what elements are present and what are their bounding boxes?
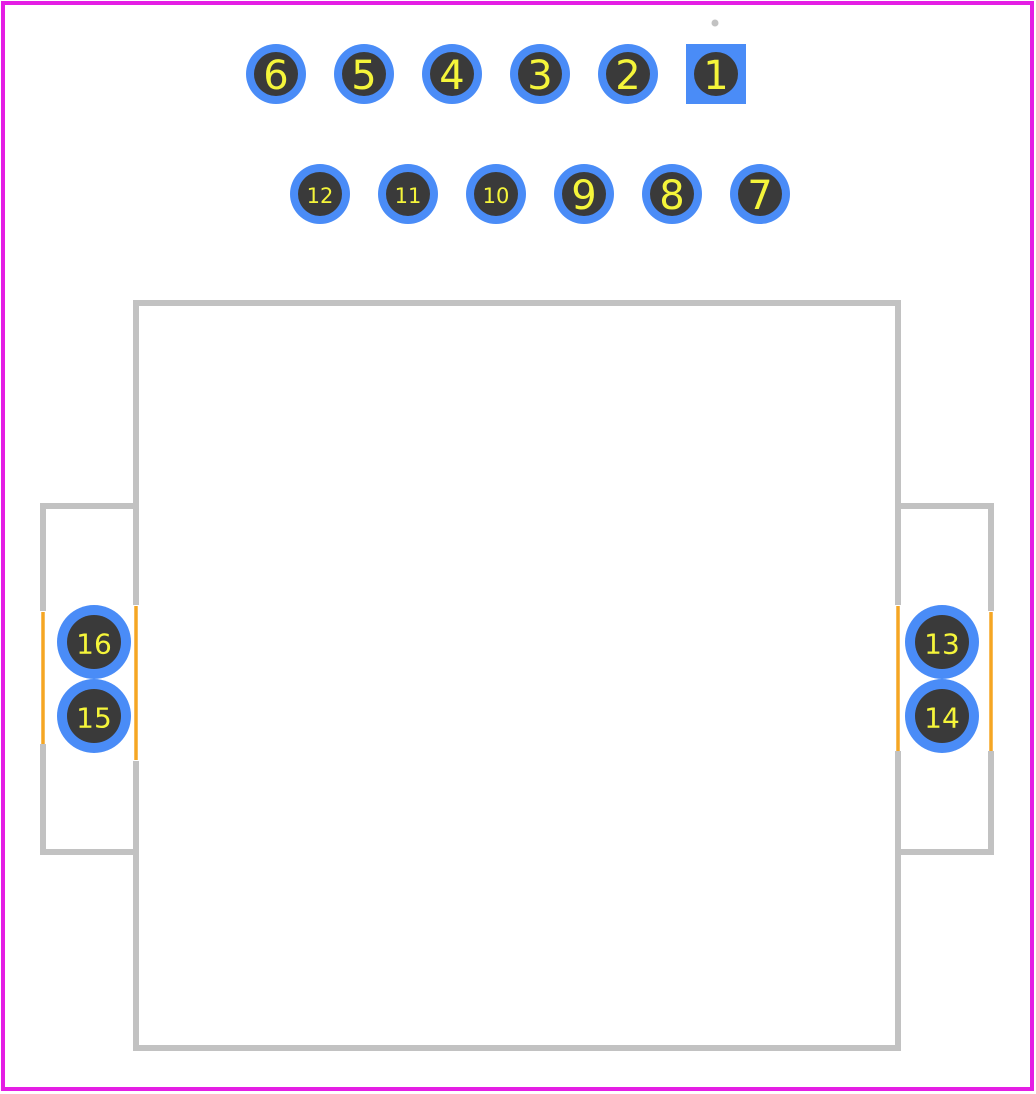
silkscreen-left-tab: [40, 503, 139, 855]
pad-drill: [915, 615, 969, 669]
pad-label: 11: [395, 184, 422, 208]
pad-6[interactable]: 6: [246, 44, 306, 104]
pad-4[interactable]: 4: [422, 44, 482, 104]
pad-label: 12: [307, 184, 334, 208]
pad-label: 14: [924, 702, 960, 735]
courtyard-lines: [41, 606, 993, 760]
pad-drill: [298, 172, 342, 216]
pad-label: 16: [76, 628, 112, 661]
pad-label: 2: [615, 53, 640, 99]
pad-drill: [254, 52, 298, 96]
pad-8[interactable]: 8: [642, 164, 702, 224]
pad-drill: [915, 689, 969, 743]
pad-13[interactable]: 13: [905, 605, 979, 679]
pad-label: 5: [351, 53, 376, 99]
pad-drill: [606, 52, 650, 96]
silkscreen-body: [133, 300, 901, 1051]
pin1-marker-dot: [711, 19, 719, 27]
pad-3[interactable]: 3: [510, 44, 570, 104]
pad-drill: [650, 172, 694, 216]
pad-drill: [430, 52, 474, 96]
pad-drill: [518, 52, 562, 96]
pad-label: 1: [703, 53, 728, 99]
pad-9[interactable]: 9: [554, 164, 614, 224]
pad-2[interactable]: 2: [598, 44, 658, 104]
pad-12[interactable]: 12: [290, 164, 350, 224]
pad-7[interactable]: 7: [730, 164, 790, 224]
pad-14[interactable]: 14: [905, 679, 979, 753]
pad-drill: [474, 172, 518, 216]
pad-drill: [67, 689, 121, 743]
pad-5[interactable]: 5: [334, 44, 394, 104]
pad-1[interactable]: 1: [686, 44, 746, 104]
pad-drill: [562, 172, 606, 216]
pad-label: 7: [747, 173, 772, 219]
silkscreen-right-tab: [895, 503, 994, 855]
pad-drill: [342, 52, 386, 96]
pad-15[interactable]: 15: [57, 679, 131, 753]
pad-label: 6: [263, 53, 288, 99]
pad-16[interactable]: 16: [57, 605, 131, 679]
pad-label: 4: [439, 53, 464, 99]
pad-drill: [694, 52, 738, 96]
pad-label: 15: [76, 702, 112, 735]
pad-label: 13: [924, 628, 960, 661]
pad-label: 3: [527, 53, 552, 99]
pad-label: 8: [659, 173, 684, 219]
pad-drill: [738, 172, 782, 216]
pad-10[interactable]: 10: [466, 164, 526, 224]
pad-drill: [386, 172, 430, 216]
pad-11[interactable]: 11: [378, 164, 438, 224]
pad-label: 9: [571, 173, 596, 219]
pad-drill: [67, 615, 121, 669]
pad-label: 10: [483, 184, 510, 208]
